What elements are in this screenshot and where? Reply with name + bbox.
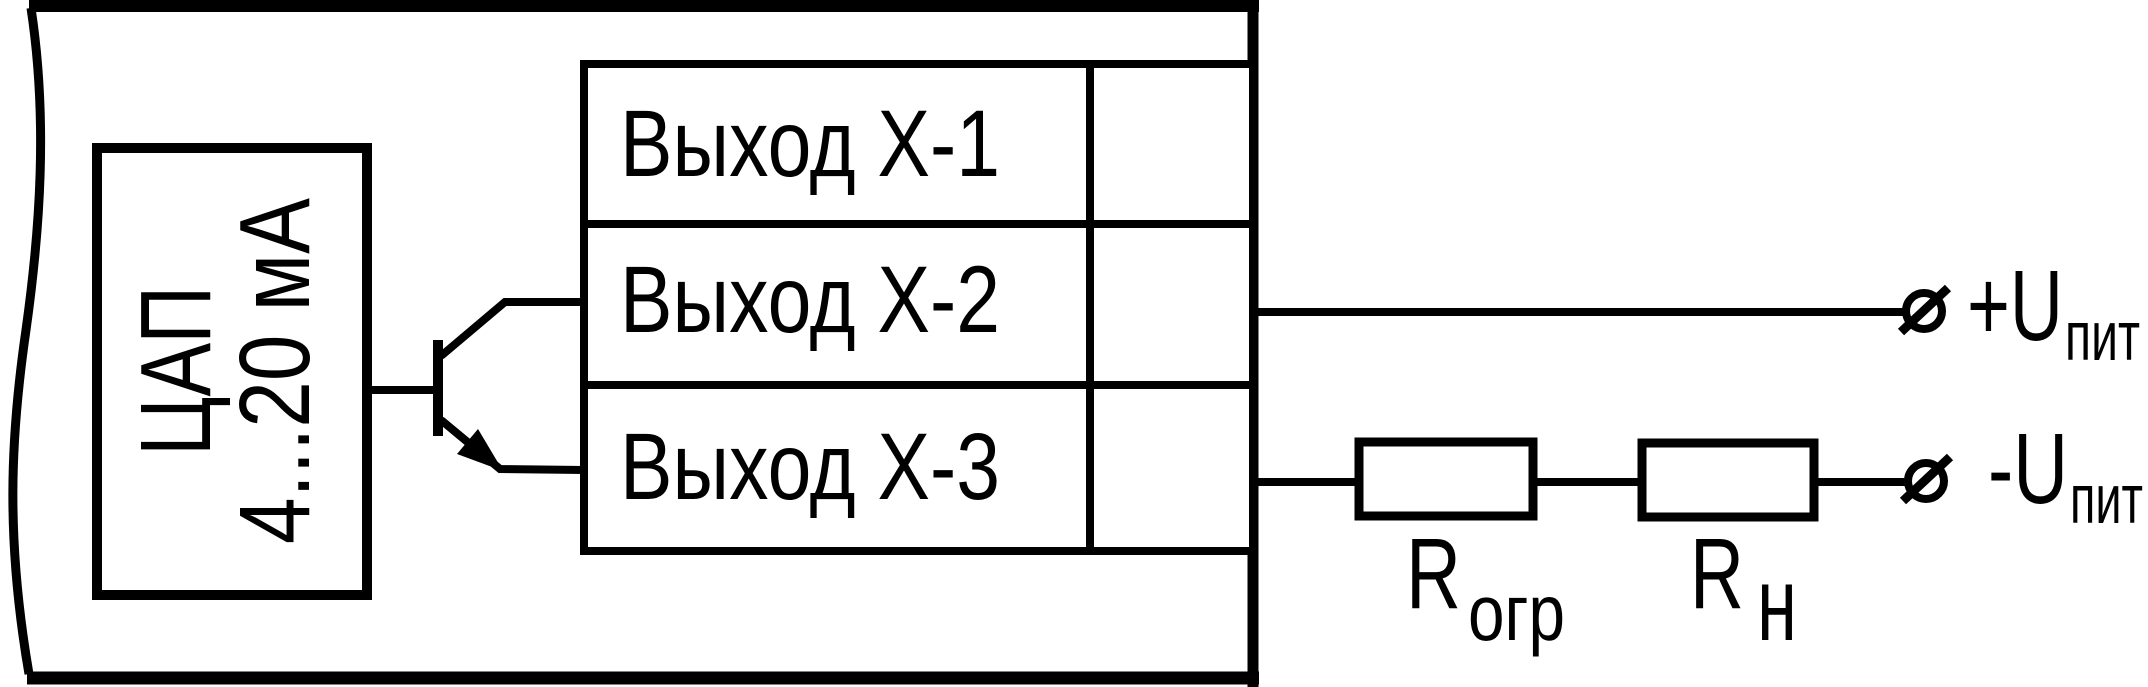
minus-supply-label: -U xyxy=(1988,413,2068,525)
dac-label-group: ЦАП 4...20 мА xyxy=(120,198,331,544)
dac-label-line1: ЦАП xyxy=(120,286,232,456)
terminal-block: Выход Х-1 Выход Х-2 Выход Х-3 xyxy=(580,60,1257,555)
dac-box xyxy=(92,143,372,600)
dac-label-line2: 4...20 мА xyxy=(219,198,331,544)
plus-supply-label: +U xyxy=(1967,250,2063,362)
transistor-collector-wire xyxy=(438,298,584,360)
transistor-emitter-wire xyxy=(438,416,585,474)
minus-terminal-slash-icon xyxy=(1899,453,1954,505)
minus-supply-label-subscript: пит xyxy=(2070,460,2143,538)
limiting-resistor-label-subscript: огр xyxy=(1468,568,1565,657)
minus-terminal-circle-icon xyxy=(1904,459,1948,503)
terminal-row3-label: Выход Х-3 xyxy=(620,414,1000,520)
negative-supply-branch: -U пит R огр R н xyxy=(1253,413,2143,663)
dac-block: ЦАП 4...20 мА xyxy=(92,143,372,600)
plus-supply-label-subscript: пит xyxy=(2065,297,2140,375)
load-resistor-box xyxy=(1637,438,1819,522)
load-resistor-label-subscript: н xyxy=(1757,546,1797,663)
terminal-row1-label: Выход Х-1 xyxy=(620,91,1000,197)
transistor-emitter-arrow-icon xyxy=(457,429,503,471)
plus-terminal-circle-icon xyxy=(1902,289,1946,333)
device-torn-left-edge xyxy=(8,7,46,675)
limiting-resistor-label: R xyxy=(1406,518,1461,630)
load-resistor-label: R xyxy=(1690,518,1744,630)
positive-supply-branch: +U пит xyxy=(1253,250,2140,375)
limiting-resistor-box xyxy=(1354,437,1538,521)
terminal-block-frame xyxy=(580,60,1257,555)
plus-terminal-slash-icon xyxy=(1897,284,1952,336)
output-transistor xyxy=(372,298,585,474)
terminal-row2-label: Выход Х-2 xyxy=(620,247,1000,353)
